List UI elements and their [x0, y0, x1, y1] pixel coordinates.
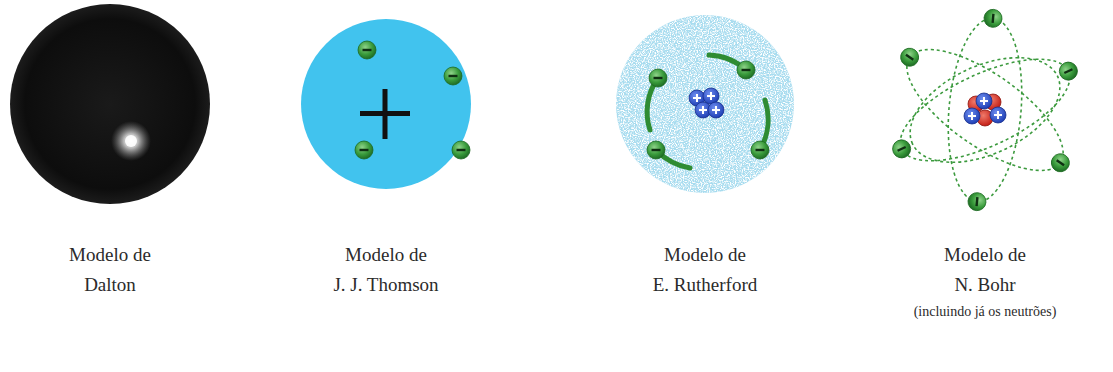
dalton-atom: [10, 4, 210, 204]
model-caption: Modelo de Dalton: [69, 240, 151, 300]
illustration-part: [383, 89, 388, 139]
caption-line: Modelo de: [944, 240, 1026, 270]
illustration-part: [452, 141, 470, 159]
illustration-part: [889, 28, 1081, 193]
model-caption: Modelo de N. Bohr: [944, 240, 1026, 300]
illustration-part: [301, 19, 471, 189]
illustration-part: [964, 108, 980, 124]
illustration-part: [1056, 59, 1080, 83]
illustration-part: [886, 38, 1083, 181]
illustration-part: [737, 61, 755, 79]
bohr-atom: [886, 9, 1083, 212]
illustration-part: [890, 137, 914, 161]
illustration-part: [990, 107, 1006, 123]
illustration-part: [894, 36, 1076, 183]
model-note: (incluindo já os neutrões): [914, 303, 1057, 321]
illustration-part: [708, 102, 724, 118]
illustration-part: [941, 15, 1029, 205]
illustration-part: [897, 45, 922, 70]
illustration-part: [983, 9, 1003, 29]
caption-line: Modelo de: [653, 240, 757, 270]
illustration-part: [616, 15, 794, 193]
caption-line: E. Rutherford: [653, 270, 757, 300]
illustration-part: [751, 141, 769, 159]
caption-line: Dalton: [69, 270, 151, 300]
illustration-part: [616, 15, 794, 193]
thomson-atom: [301, 19, 471, 189]
illustration-part: [1048, 150, 1073, 175]
illustration-part: [111, 121, 151, 161]
illustration-part: [890, 137, 914, 161]
model-caption: Modelo de E. Rutherford: [653, 240, 757, 300]
illustration-part: [983, 9, 1003, 29]
illustration-part: [649, 69, 667, 87]
illustration-part: [976, 93, 992, 109]
illustration-part: [897, 45, 922, 70]
illustration-part: [967, 192, 987, 212]
caption-line: N. Bohr: [944, 270, 1026, 300]
illustration-part: [355, 141, 373, 159]
illustration-part: [967, 192, 987, 212]
illustration-part: [886, 15, 1083, 205]
caption-line: Modelo de: [333, 240, 438, 270]
illustration-part: [703, 88, 719, 104]
illustration-part: [444, 67, 462, 85]
caption-line: Modelo de: [69, 240, 151, 270]
illustration-part: [647, 141, 665, 159]
illustration-part: [1048, 150, 1073, 175]
illustration-part: [10, 4, 210, 204]
model-caption: Modelo de J. J. Thomson: [333, 240, 438, 300]
illustration-part: [125, 135, 137, 147]
illustration-part: [1056, 59, 1080, 83]
caption-line: J. J. Thomson: [333, 270, 438, 300]
illustration-part: [358, 41, 376, 59]
rutherford-atom: [616, 15, 794, 193]
